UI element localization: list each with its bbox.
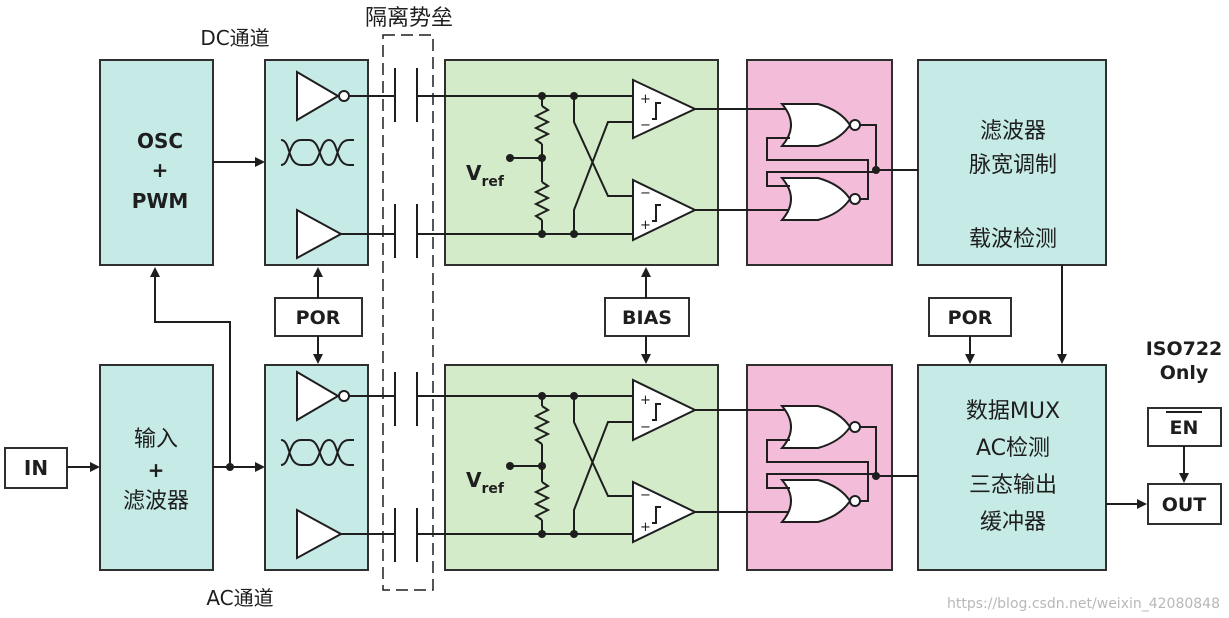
input-label-line1: 输入 <box>134 427 178 452</box>
isolation-barrier-label: 隔离势垒 <box>365 6 453 31</box>
dc-latch-block <box>746 59 893 266</box>
input-label-line3: 滤波器 <box>123 489 189 514</box>
iso-note-line1: ISO722 <box>1146 338 1223 360</box>
svg-text:+: + <box>640 218 651 233</box>
out-box <box>1147 483 1222 525</box>
mux-label-line2: AC检测 <box>976 436 1050 461</box>
por-right-label: POR <box>948 307 993 329</box>
mux-label-line1: 数据MUX <box>966 399 1060 424</box>
in-label: IN <box>24 456 48 480</box>
svg-text:+: + <box>640 393 651 408</box>
ac-latch-block <box>746 364 893 571</box>
dc-receiver-circuit: + − − + <box>341 78 918 242</box>
mux-label-line4: 缓冲器 <box>980 510 1046 535</box>
en-box <box>1147 407 1222 447</box>
osc-label-line2: + <box>152 158 169 182</box>
barrier-capacitors <box>394 68 418 562</box>
osc-label-line1: OSC <box>137 129 183 153</box>
isolation-barrier <box>382 34 434 591</box>
filter-label-line3: 载波检测 <box>969 227 1057 252</box>
dc-transmitter-buffers <box>280 70 354 260</box>
out-label: OUT <box>1162 494 1207 516</box>
interconnect-wiring <box>67 157 1202 509</box>
ac-transmitter-buffers <box>280 370 354 560</box>
filter-pwm-block <box>917 59 1107 266</box>
bias-box <box>604 297 690 337</box>
svg-text:−: − <box>640 186 651 201</box>
por-right-box <box>928 297 1012 337</box>
osc-pwm-block <box>99 59 214 266</box>
svg-text:+: + <box>640 92 651 107</box>
bias-label: BIAS <box>622 307 672 329</box>
iso-note-line2: Only <box>1160 362 1209 384</box>
svg-text:−: − <box>640 420 651 435</box>
filter-label-line1: 滤波器 <box>980 119 1046 144</box>
dc-channel-label: DC通道 <box>200 26 269 50</box>
filter-label-line2: 脉宽调制 <box>969 153 1057 178</box>
mux-output-block <box>917 364 1107 571</box>
in-box <box>4 447 68 489</box>
watermark: https://blog.csdn.net/weixin_42080848 <box>947 596 1220 612</box>
en-label: EN <box>1170 417 1199 439</box>
osc-label-line3: PWM <box>132 189 189 213</box>
ac-channel-label: AC通道 <box>206 586 273 610</box>
vref-top-label: Vref <box>466 161 505 190</box>
svg-text:−: − <box>640 118 651 133</box>
por-left-label: POR <box>296 307 341 329</box>
dc-comparator-block <box>444 59 719 266</box>
svg-text:−: − <box>640 488 651 503</box>
input-label-line2: + <box>148 458 165 482</box>
ac-receiver-circuit: + − − + <box>341 378 918 544</box>
vref-bottom-label: Vref <box>466 468 505 497</box>
mux-label-line3: 三态输出 <box>969 473 1057 498</box>
input-filter-block <box>99 364 214 571</box>
svg-text:+: + <box>640 520 651 535</box>
